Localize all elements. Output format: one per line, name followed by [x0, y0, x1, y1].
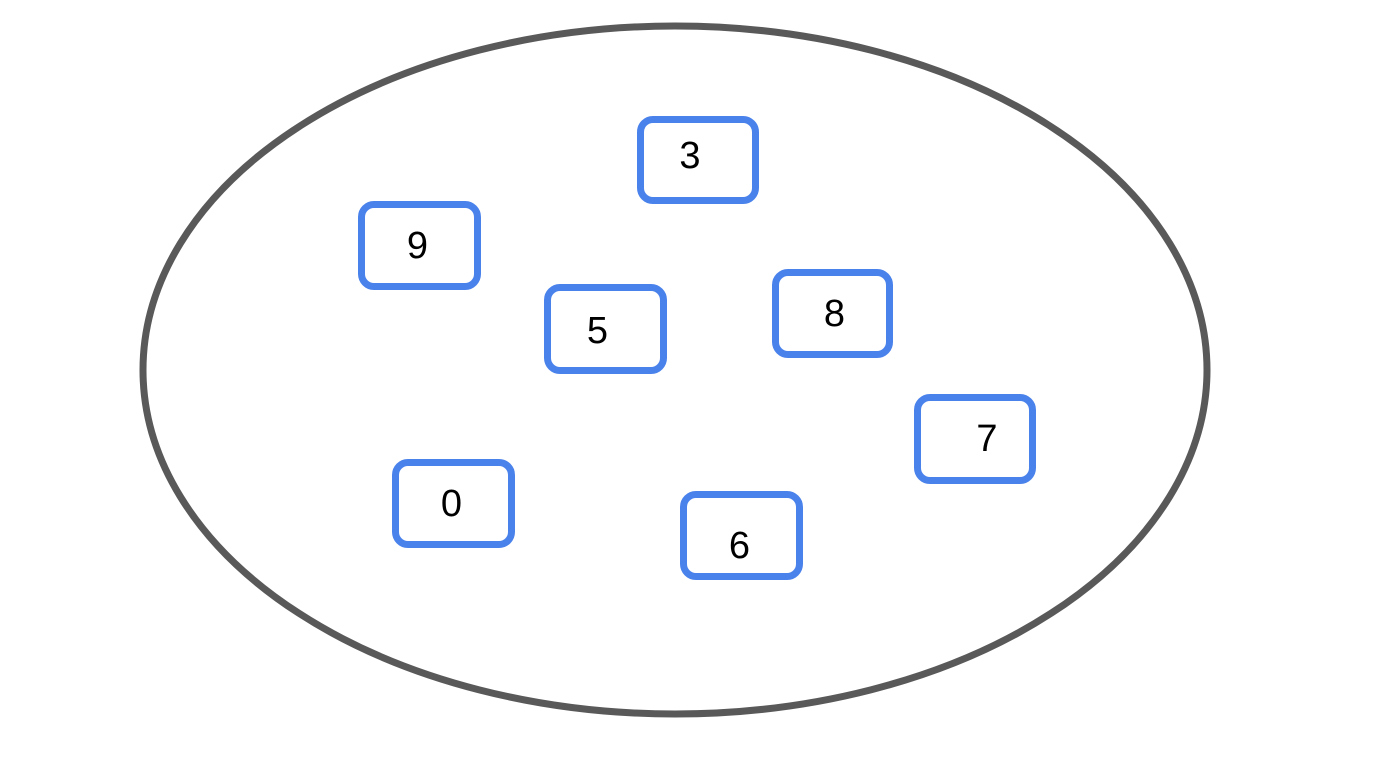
- node-label: 7: [976, 418, 998, 460]
- node-box-8[interactable]: 8: [772, 269, 893, 358]
- node-label: 5: [586, 310, 609, 352]
- node-box-9[interactable]: 9: [358, 201, 481, 290]
- node-box-0[interactable]: 0: [392, 459, 515, 548]
- node-box-5[interactable]: 5: [544, 284, 667, 374]
- node-box-7[interactable]: 7: [914, 394, 1036, 484]
- node-box-3[interactable]: 3: [637, 116, 759, 204]
- node-box-6[interactable]: 6: [680, 491, 803, 580]
- node-label: 6: [728, 524, 751, 567]
- node-label: 0: [440, 482, 463, 525]
- node-label: 9: [406, 224, 429, 267]
- node-label: 3: [679, 135, 701, 177]
- node-label: 8: [823, 292, 846, 335]
